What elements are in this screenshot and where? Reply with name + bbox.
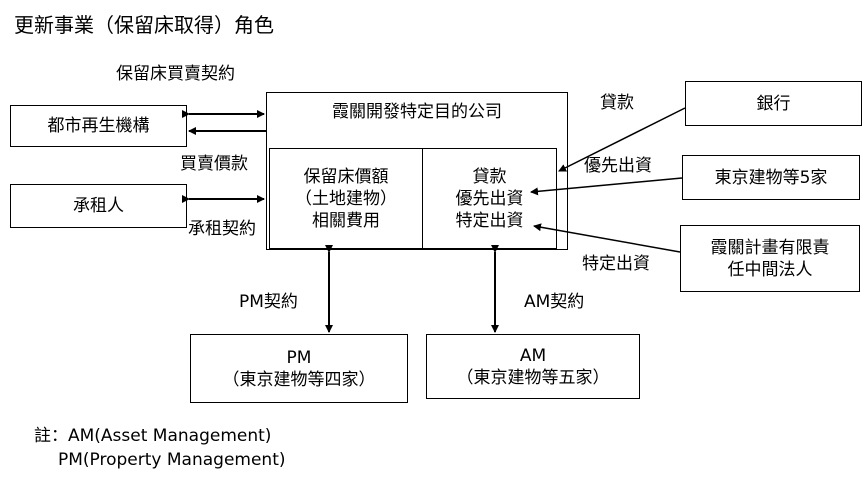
reserved-floor-price-line1: 保留床價額 [303, 166, 389, 187]
bank-label: 銀行 [756, 93, 791, 114]
specified-investment-arrow [533, 223, 681, 253]
tokyo-tatemono-5-label: 東京建物等5家 [714, 167, 828, 188]
kasumigaseki-llc-box: 霞關計畫有限責 任中間法人 [680, 225, 860, 292]
tenant-box: 承租人 [10, 184, 187, 228]
am-contract-label: AM契約 [524, 292, 585, 312]
urban-renaissance-box: 都市再生機構 [10, 105, 187, 147]
reserved-floor-price-line3: 相關費用 [312, 210, 380, 231]
tenant-label: 承租人 [73, 196, 124, 216]
footnote-line1: 註：AM(Asset Management) [34, 426, 272, 446]
am-line2: （東京建物等五家） [456, 367, 610, 388]
pm-box: PM （東京建物等四家） [190, 334, 408, 403]
bank-box: 銀行 [685, 81, 862, 126]
loan-label: 貸款 [600, 93, 634, 113]
purchase-price-label: 買賣價款 [180, 154, 248, 174]
lease-contract-label: 承租契約 [188, 219, 256, 239]
preferred-investment-label: 優先出資 [584, 156, 652, 176]
preferred-investment-arrow [530, 177, 683, 196]
pm-contract-label: PM契約 [239, 292, 298, 312]
pm-line1: PM [286, 347, 312, 368]
page-title: 更新事業（保留床取得）角色 [14, 13, 274, 37]
pm-line2: （東京建物等四家） [222, 369, 376, 390]
am-box: AM （東京建物等五家） [426, 334, 640, 399]
spc-title: 霞關開發特定目的公司 [332, 102, 502, 122]
funding-box: 貸款 優先出資 特定出資 [422, 148, 557, 249]
loan-arrow [558, 107, 686, 172]
funding-line1: 貸款 [472, 166, 507, 187]
urban-renaissance-label: 都市再生機構 [47, 116, 150, 136]
kasumigaseki-llc-line1: 霞關計畫有限責 [710, 237, 830, 258]
tokyo-tatemono-5-box: 東京建物等5家 [682, 155, 860, 200]
specified-investment-label: 特定出資 [582, 254, 650, 274]
kasumigaseki-llc-line2: 任中間法人 [727, 259, 813, 280]
purchase-contract-label: 保留床買賣契約 [116, 64, 235, 84]
funding-line3: 特定出資 [455, 210, 524, 231]
footnote-line2: PM(Property Management) [58, 450, 286, 470]
am-line1: AM [519, 345, 547, 366]
reserved-floor-price-line2: （土地建物） [295, 188, 397, 209]
funding-line2: 優先出資 [455, 188, 524, 209]
